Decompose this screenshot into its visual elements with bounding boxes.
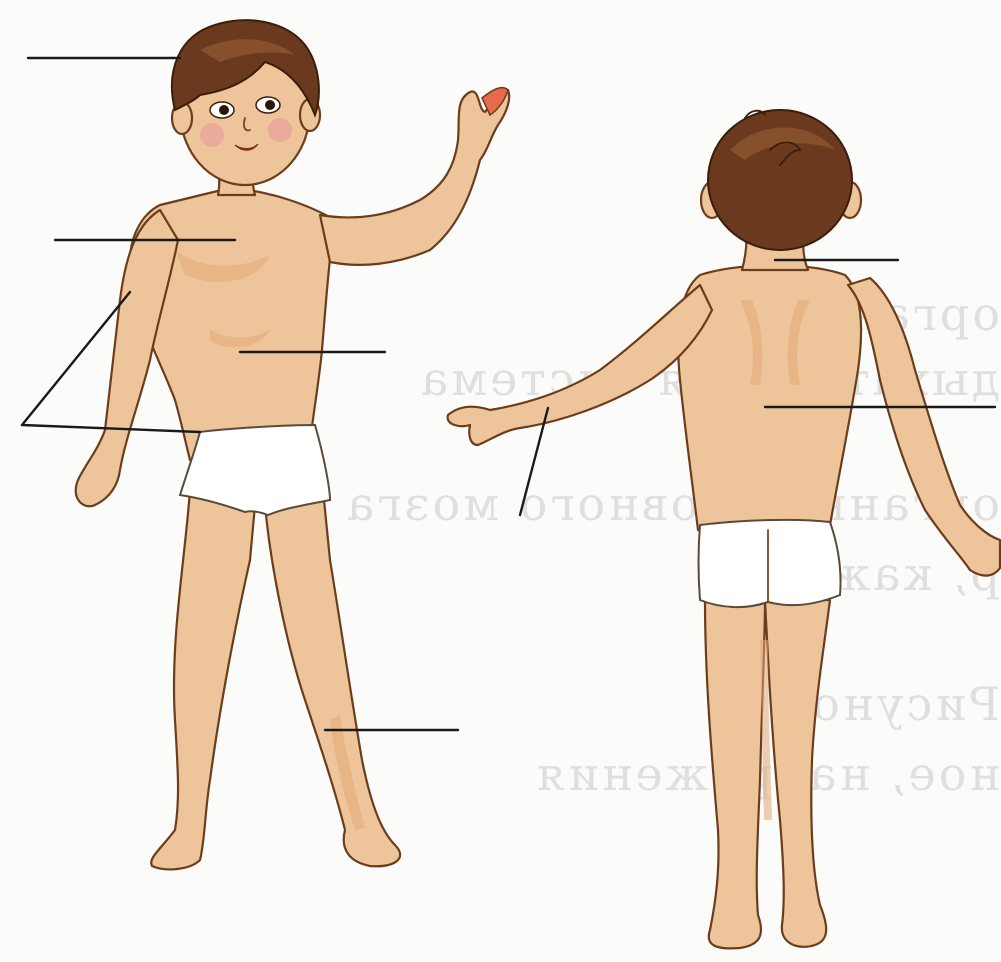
ghost-line-3: органы головного мозга xyxy=(344,477,1000,531)
front-right-arm xyxy=(320,89,509,265)
boy-front-view xyxy=(76,20,509,869)
back-underwear xyxy=(699,520,841,607)
front-right-leg xyxy=(265,480,400,866)
back-left-leg xyxy=(705,600,765,948)
front-left-leg xyxy=(151,490,255,869)
